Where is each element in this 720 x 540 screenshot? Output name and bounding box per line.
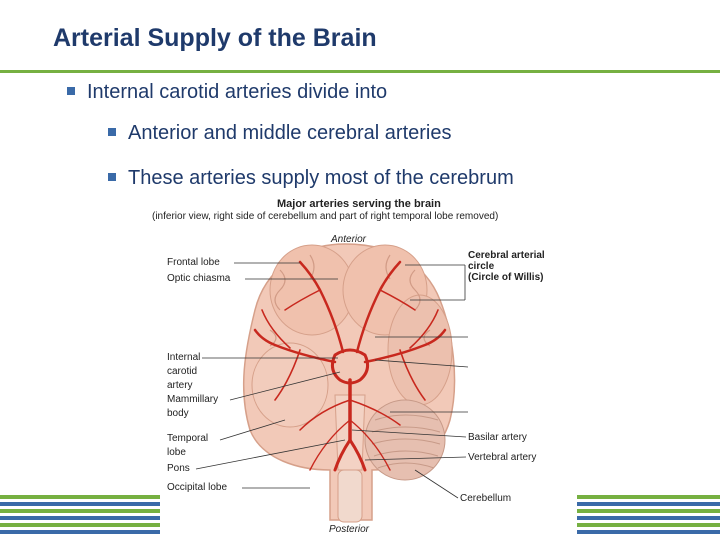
label-pons: Pons — [167, 463, 190, 474]
square-bullet-icon — [67, 86, 75, 95]
label-optic-chiasma: Optic chiasma — [167, 273, 231, 284]
orientation-posterior: Posterior — [329, 524, 370, 535]
label-frontal-lobe: Frontal lobe — [167, 257, 220, 268]
label-occipital-lobe: Occipital lobe — [167, 482, 228, 493]
label-circle: circle — [468, 261, 495, 272]
bullet-level2: Anterior and middle cerebral arteries — [108, 121, 452, 145]
label-lobe: lobe — [167, 447, 186, 458]
figure-title: Major arteries serving the brain — [277, 198, 441, 210]
label-vertebral-artery: Vertebral artery — [468, 452, 537, 463]
slide-title: Arterial Supply of the Brain — [53, 24, 377, 52]
label-cerebellum: Cerebellum — [460, 493, 512, 504]
label-artery: artery — [167, 380, 193, 391]
decorative-stripes-right — [577, 495, 720, 540]
label-basilar-artery: Basilar artery — [468, 432, 527, 443]
figure-subtitle: (inferior view, right side of cerebellum… — [152, 211, 499, 222]
label-internal: Internal — [167, 352, 201, 363]
label-cerebral-arterial: Cerebral arterial — [468, 250, 545, 261]
label-temporal: Temporal — [167, 433, 209, 444]
bullet-text: Anterior and middle cerebral arteries — [128, 122, 452, 144]
label-circle-of-willis: (Circle of Willis) — [468, 272, 544, 283]
square-bullet-icon — [108, 172, 116, 181]
bullet-text: These arteries supply most of the cerebr… — [128, 167, 514, 189]
bullet-level2: These arteries supply most of the cerebr… — [108, 166, 514, 190]
orientation-anterior: Anterior — [331, 234, 367, 245]
bullet-level1: Internal carotid arteries divide into — [67, 80, 387, 104]
label-carotid: carotid — [167, 366, 198, 377]
bullet-text: Internal carotid arteries divide into — [87, 81, 388, 103]
title-divider — [0, 70, 720, 73]
label-mammillary: Mammillary — [167, 394, 219, 405]
decorative-stripes-left — [0, 495, 160, 540]
square-bullet-icon — [108, 127, 116, 136]
label-body: body — [167, 408, 189, 419]
